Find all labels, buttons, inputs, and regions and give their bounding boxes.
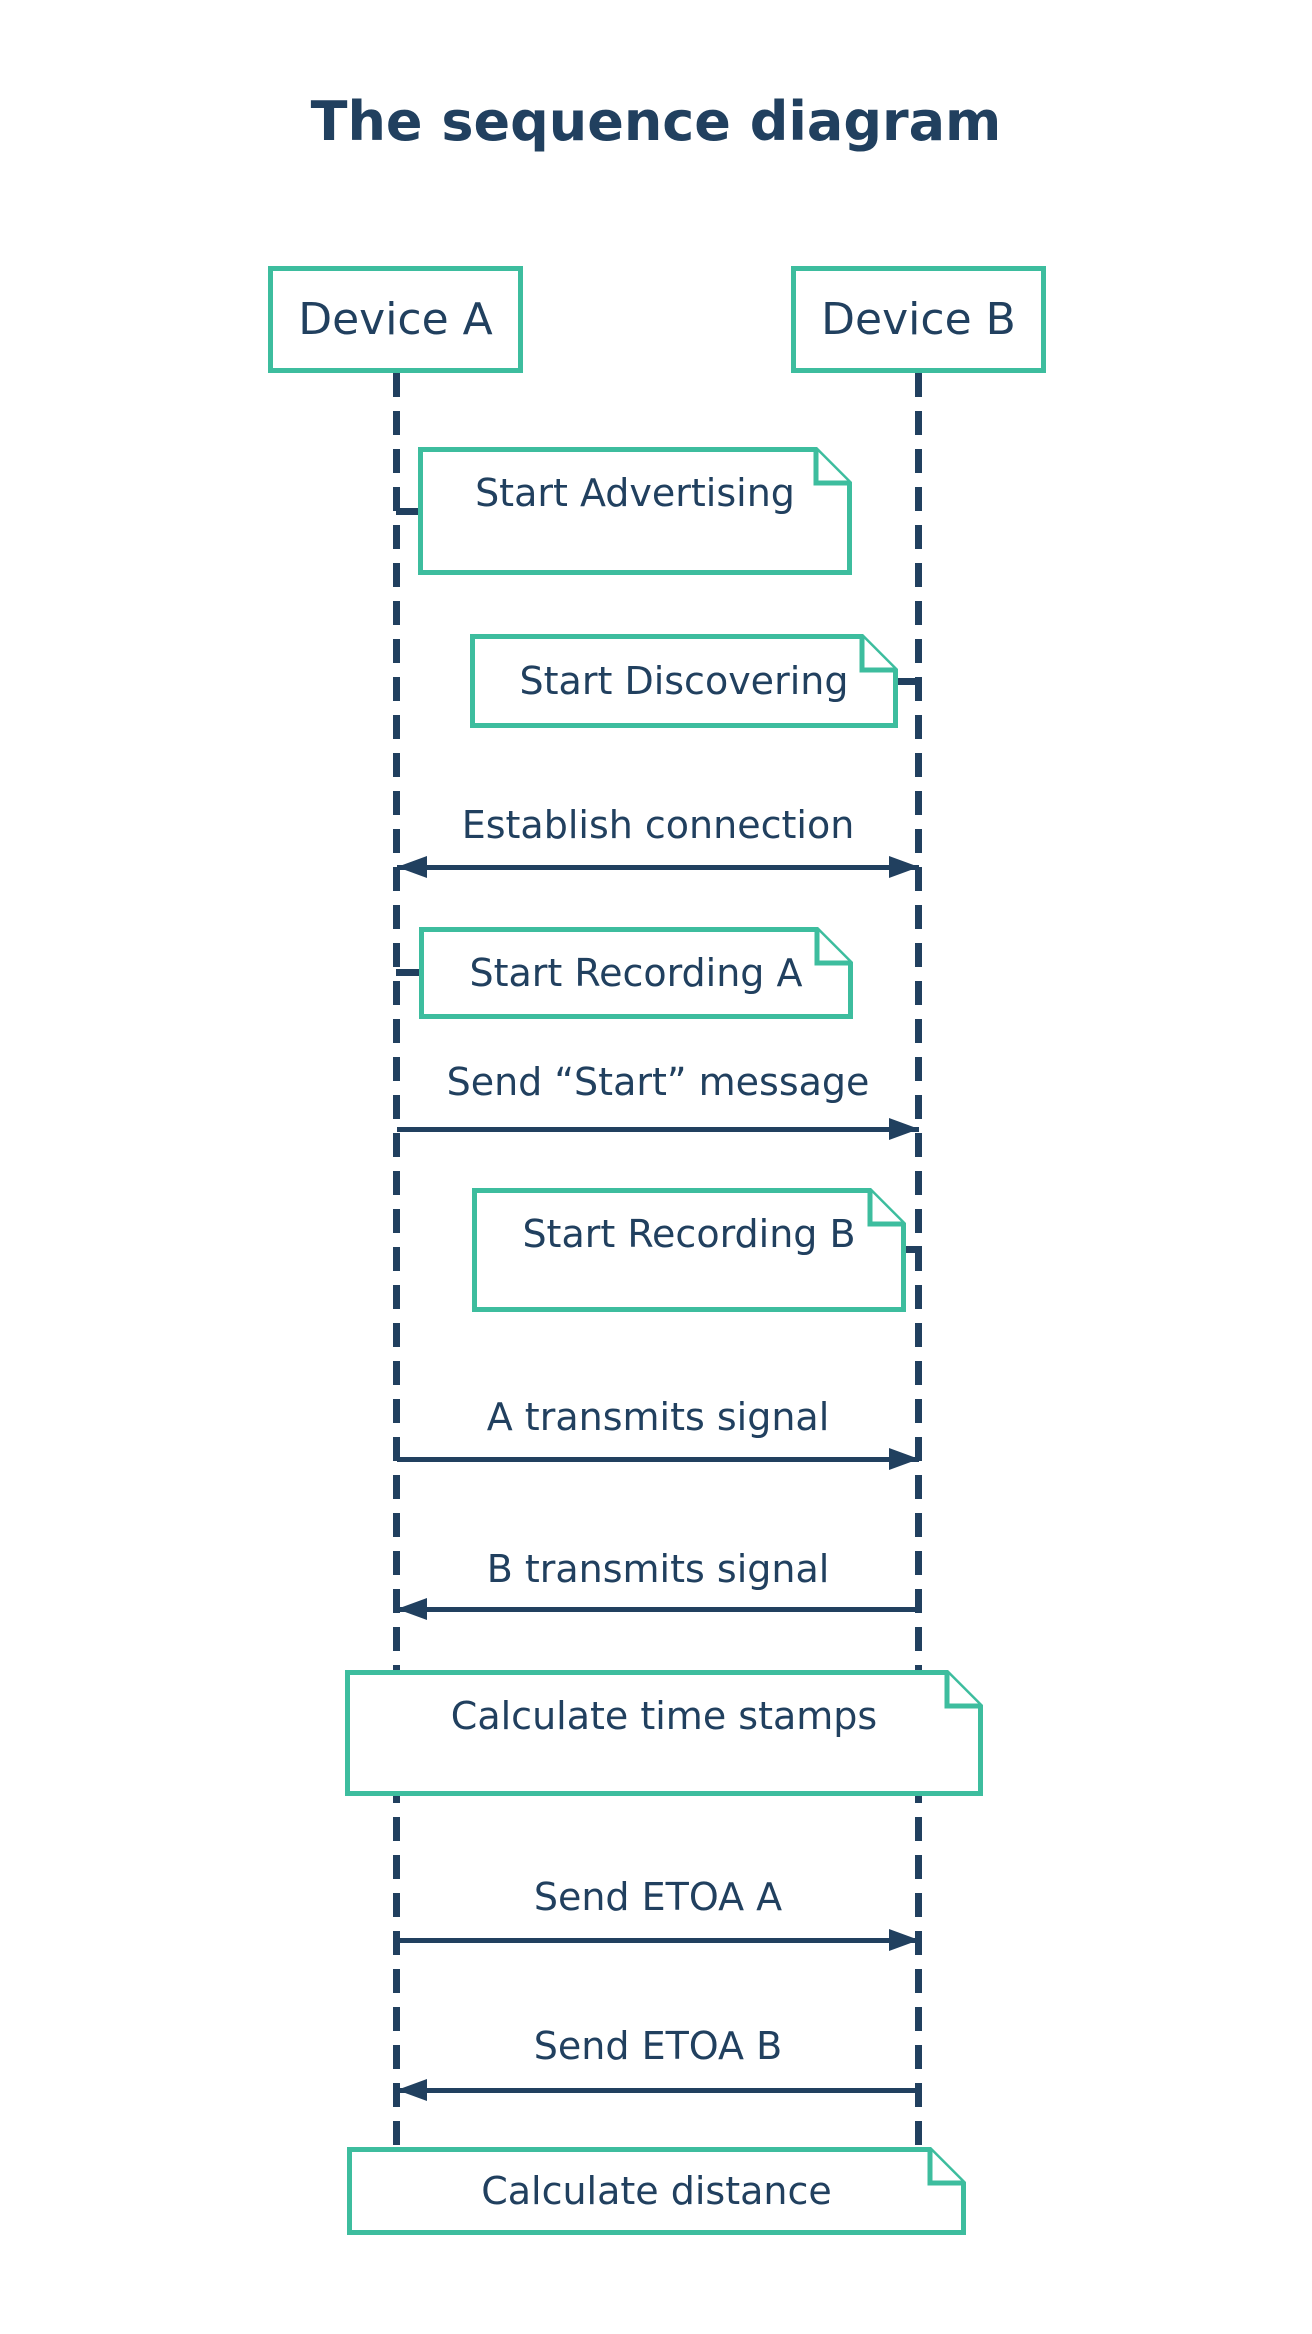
arrow-line (397, 1607, 919, 1612)
actor-label-device-a: Device A (298, 294, 493, 345)
note-connector (396, 508, 422, 515)
arrow-head-right (889, 1448, 919, 1470)
note-connector (894, 678, 922, 685)
note-connector (902, 1246, 922, 1253)
arrow-line (397, 1127, 919, 1132)
note-start-advertising: Start Advertising (418, 447, 852, 575)
note-shape (419, 927, 853, 1019)
note-connector (396, 969, 422, 976)
message-send-etoa-a: Send ETOA A (533, 1875, 783, 1919)
note-label: Start Discovering (519, 659, 849, 703)
note-label: Start Recording A (469, 951, 803, 995)
note-shape (418, 447, 852, 575)
lifeline-device-b (915, 373, 922, 2147)
message-b-transmits: B transmits signal (486, 1547, 830, 1591)
arrow-head-left (397, 2079, 427, 2101)
note-shape (345, 1670, 983, 1796)
diagram-title: The sequence diagram (310, 90, 1002, 153)
note-label: Calculate distance (481, 2169, 832, 2213)
actor-box-device-a: Device A (268, 266, 523, 373)
note-label: Calculate time stamps (450, 1694, 878, 1738)
note-calculate-time-stamps: Calculate time stamps (345, 1670, 983, 1796)
note-shape (470, 634, 898, 728)
note-start-recording-a: Start Recording A (419, 927, 853, 1019)
arrow-line (397, 1938, 919, 1943)
note-label: Start Advertising (475, 471, 795, 515)
arrow-line (397, 2088, 919, 2093)
arrow-head-right (889, 856, 919, 878)
arrow-head-right (889, 1929, 919, 1951)
note-shape (472, 1188, 906, 1312)
arrow-line (397, 865, 919, 870)
note-label: Start Recording B (522, 1212, 856, 1256)
message-send-etoa-b: Send ETOA B (533, 2024, 783, 2068)
arrow-head-left (397, 856, 427, 878)
actor-label-device-b: Device B (821, 294, 1016, 345)
arrow-head-left (397, 1598, 427, 1620)
arrow-line (397, 1457, 919, 1462)
arrow-head-right (889, 1118, 919, 1140)
actor-box-device-b: Device B (791, 266, 1046, 373)
note-start-recording-b: Start Recording B (472, 1188, 906, 1312)
message-establish-connection: Establish connection (461, 803, 855, 847)
note-calculate-distance: Calculate distance (347, 2147, 966, 2235)
message-send-start: Send “Start” message (446, 1060, 870, 1104)
lifeline-device-a (393, 373, 400, 2147)
note-start-discovering: Start Discovering (470, 634, 898, 728)
note-shape (347, 2147, 966, 2235)
message-a-transmits: A transmits signal (486, 1395, 830, 1439)
